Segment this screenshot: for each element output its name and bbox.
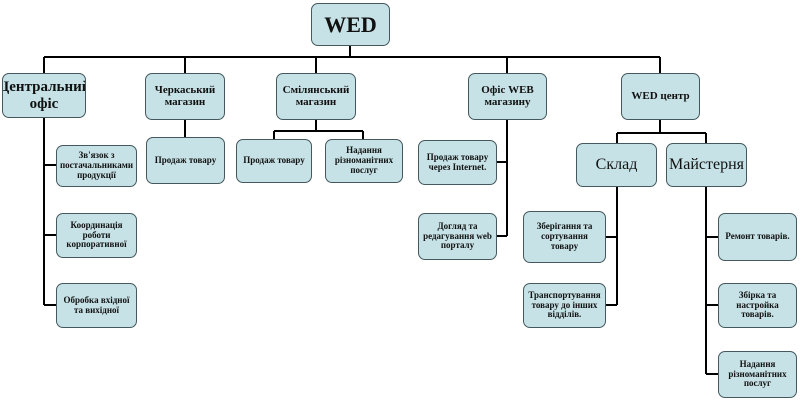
warehouse-node: Склад: [576, 143, 657, 187]
smila-store-node: Смілянський магазин: [276, 73, 356, 120]
central-item-suppliers: Зв'язок з постачальниками продукції: [56, 145, 137, 187]
cherkasy-item-sales: Продаж товару: [146, 137, 225, 184]
web-item-portal-care: Догляд та редагування web порталу: [418, 213, 497, 260]
central-item-coordination: Координація роботи корпоративної: [56, 213, 137, 258]
central-office-node: Центральний офіс: [2, 73, 86, 118]
web-office-node: Офіс WEB магазину: [468, 73, 547, 120]
warehouse-item-storage: Зберігання та сортування товару: [523, 211, 606, 263]
workshop-item-services: Надання різноманітних послуг: [718, 351, 797, 398]
root-node: WED: [311, 3, 390, 46]
workshop-item-assembly: Збірка та настройка товарів.: [718, 283, 797, 328]
warehouse-item-transport: Транспортування товару до інших відділів…: [523, 283, 606, 328]
cherkasy-store-node: Черкаський магазин: [145, 73, 225, 120]
workshop-node: Майстерня: [666, 143, 747, 187]
smila-item-sales: Продаж товару: [236, 139, 312, 183]
smila-item-services: Надання різноманітних послуг: [325, 139, 403, 183]
wed-center-node: WED центр: [621, 73, 700, 120]
workshop-item-repair: Ремонт товарів.: [718, 213, 797, 261]
central-item-processing: Обробка вхідної та вихідної: [56, 283, 137, 328]
web-item-internet-sales: Продаж товару через Internet.: [418, 140, 497, 185]
